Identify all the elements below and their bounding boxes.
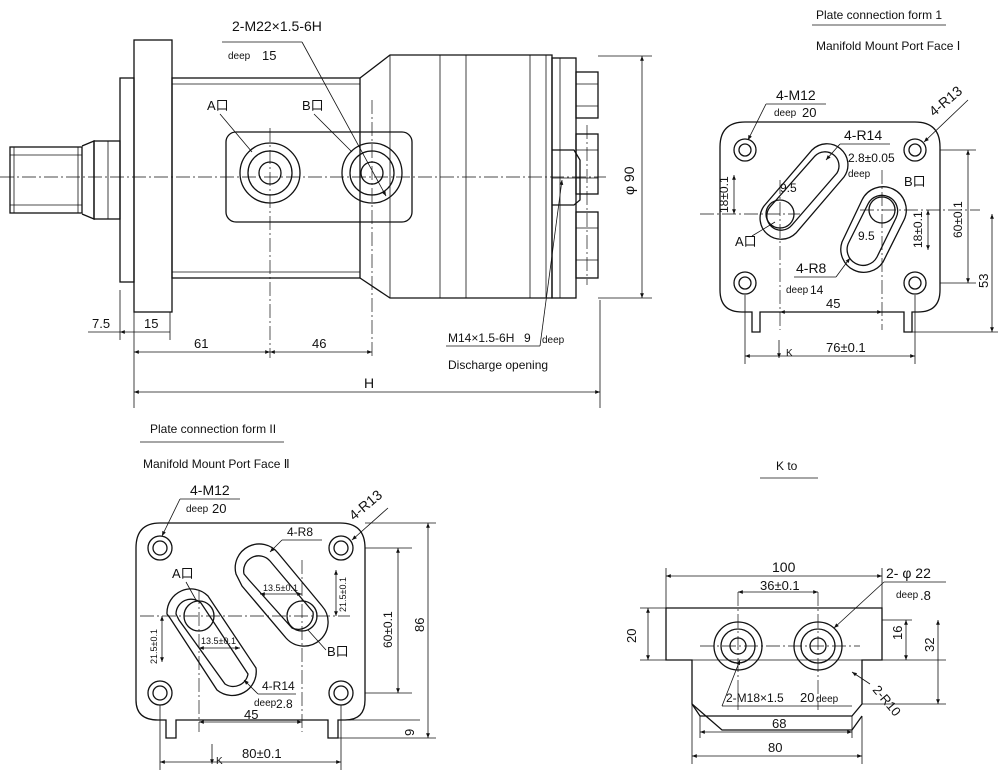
face2-d45: 45 <box>244 707 258 722</box>
dim-61: 61 <box>194 336 208 351</box>
face1-m12: 4-M12 <box>776 87 816 103</box>
kview-title: K to <box>776 459 798 473</box>
drain-thread-label: M14×1.5-6H <box>448 331 514 345</box>
face1-d60: 60±0.1 <box>951 201 965 238</box>
dim-7-5: 7.5 <box>92 316 110 331</box>
drain-deep-value: 9 <box>524 331 531 345</box>
face2-m12-deep: 20 <box>212 501 226 516</box>
face2-deep-word: deep <box>186 504 209 515</box>
face2-d60: 60±0.1 <box>381 611 395 648</box>
face2-port-a: A口 <box>172 566 194 581</box>
face1-deep-word: deep <box>774 108 797 119</box>
face2-d9: 9 <box>402 729 417 736</box>
face2-r14-deep: 2.8 <box>276 697 293 711</box>
thread-main-label: 2-M22×1.5-6H <box>232 18 322 34</box>
face1-d53: 53 <box>976 274 991 288</box>
kview-d80: 80 <box>768 740 782 755</box>
kview-phi22: 2- φ 22 <box>886 565 931 581</box>
face1-d18: 18±0.1 <box>717 176 731 213</box>
front-view: 2-M22×1.5-6H deep 15 A口 B口 7.5 15 61 46 … <box>0 18 652 408</box>
face1-slot-depth: 2.8±0.05 <box>848 151 895 165</box>
face1-k: K <box>786 348 793 359</box>
face2-d13-5b: 13.5±0.1 <box>201 636 236 646</box>
kview-d100: 100 <box>772 559 796 575</box>
face1-m12-deep: 20 <box>802 105 816 120</box>
kview-phi22-deep-word: deep <box>896 590 919 601</box>
face2-subtitle: Manifold Mount Port Face Ⅱ <box>143 457 290 471</box>
face1-title: Plate connection form 1 <box>816 8 942 22</box>
kview-m18-deep-word: deep <box>816 694 839 705</box>
face2-d21-5a: 21.5±0.1 <box>338 577 348 612</box>
face2-port-b: B口 <box>327 644 349 659</box>
face2-r13: 4-R13 <box>346 486 386 523</box>
kview-m18: 2-M18×1.5 <box>726 691 784 705</box>
face1-subtitle: Manifold Mount Port Face Ⅰ <box>816 39 960 53</box>
face1-slot-deep-word: deep <box>848 169 871 180</box>
deep-label: deep <box>228 51 251 62</box>
front-port-b-label: B口 <box>302 98 324 113</box>
dim-phi90: φ 90 <box>621 166 637 195</box>
kview-d32: 32 <box>922 638 937 652</box>
face1-port-a: A口 <box>735 234 757 249</box>
port-face-1: Plate connection form 1 Manifold Mount P… <box>700 8 998 364</box>
face2-r8: 4-R8 <box>287 525 313 539</box>
kview-d68: 68 <box>772 716 786 731</box>
front-port-a-label: A口 <box>207 98 229 113</box>
face1-d45: 45 <box>826 296 840 311</box>
kview-phi22-deep: .8 <box>920 588 931 603</box>
face2-r14-deep-word: deep <box>254 698 277 709</box>
face1-r13: 4-R13 <box>926 82 966 119</box>
dim-46: 46 <box>312 336 326 351</box>
face2-k: K <box>216 756 223 767</box>
face1-d18b: 18±0.1 <box>911 211 925 248</box>
face1-d76: 76±0.1 <box>826 340 866 355</box>
port-face-2: Plate connection form II Manifold Mount … <box>135 422 436 770</box>
dim-h: H <box>364 375 374 391</box>
face1-d9-5a: 9.5 <box>780 181 797 195</box>
face2-d21-5b: 21.5±0.1 <box>149 629 159 664</box>
dim-15: 15 <box>144 316 158 331</box>
face2-r14: 4-R14 <box>262 679 295 693</box>
face2-m12: 4-M12 <box>190 482 230 498</box>
face1-r8-deep: 14 <box>810 283 824 297</box>
discharge-opening-label: Discharge opening <box>448 358 548 372</box>
kview-r10: 2-R10 <box>870 682 904 719</box>
face2-d13-5a: 13.5±0.1 <box>263 583 298 593</box>
thread-main-deep: 15 <box>262 48 276 63</box>
face1-r8-deep-word: deep <box>786 285 809 296</box>
kview-d36: 36±0.1 <box>760 578 800 593</box>
face2-title: Plate connection form II <box>150 422 276 436</box>
k-view: K to 100 36±0.1 2- φ 22 deep .8 20 16 <box>624 459 946 764</box>
drain-deep-word: deep <box>542 335 565 346</box>
face1-r14: 4-R14 <box>844 127 882 143</box>
kview-d16: 16 <box>890 626 905 640</box>
face2-d86: 86 <box>412 618 427 632</box>
face2-d80: 80±0.1 <box>242 746 282 761</box>
kview-m18-deep: 20 <box>800 690 814 705</box>
face1-port-b: B口 <box>904 174 926 189</box>
face1-d9-5b: 9.5 <box>858 229 875 243</box>
kview-d20: 20 <box>624 629 639 643</box>
face1-r8: 4-R8 <box>796 260 827 276</box>
